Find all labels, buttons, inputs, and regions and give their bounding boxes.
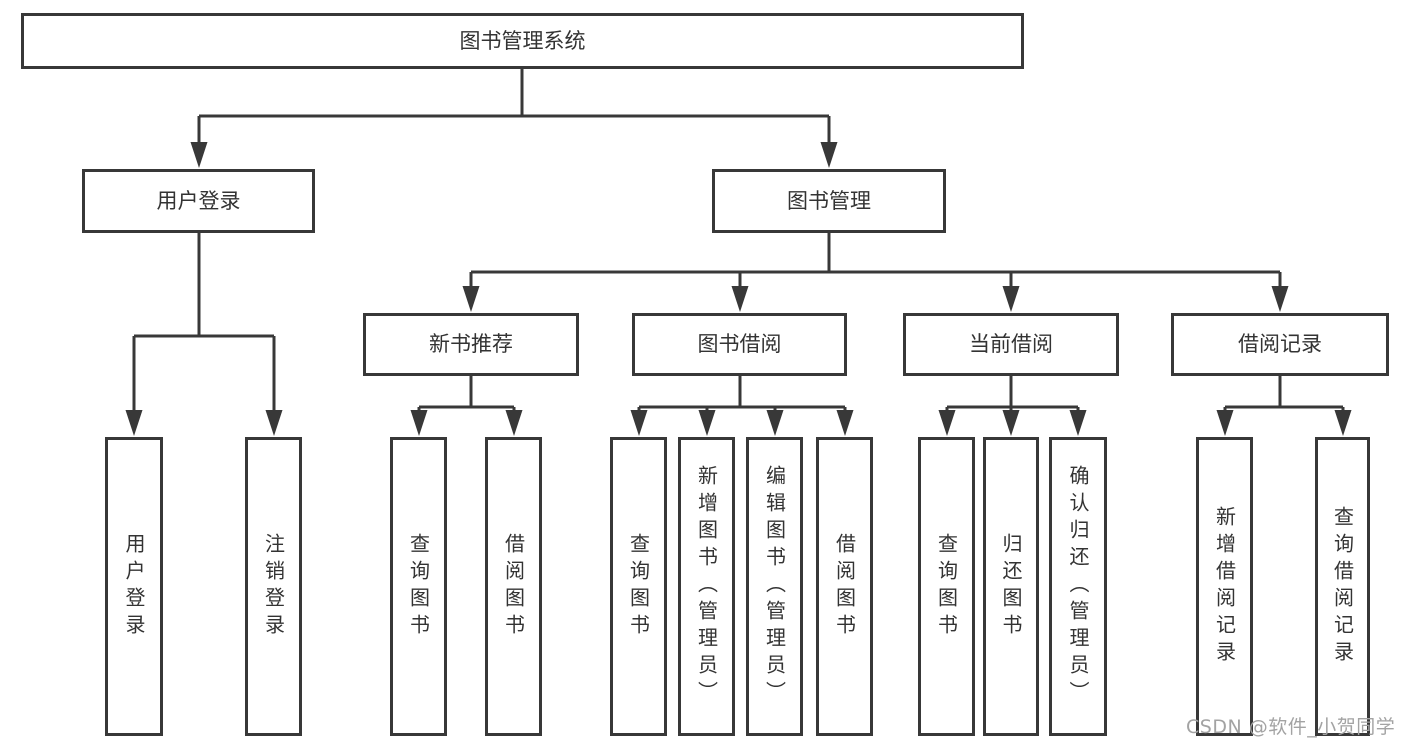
node-label: 确认归还（管理员） — [1066, 465, 1090, 708]
node-borrow-records: 借阅记录 — [1171, 313, 1389, 376]
csdn-watermark: CSDN @软件_小贺同学 — [1186, 716, 1396, 738]
leaf-edit-books-admin: 编辑图书（管理员） — [746, 437, 803, 736]
node-label: 借阅图书 — [832, 532, 857, 641]
leaf-confirm-return-admin: 确认归还（管理员） — [1049, 437, 1107, 736]
node-new-book-recommend: 新书推荐 — [363, 313, 579, 376]
leaf-query-books-current: 查询图书 — [918, 437, 975, 736]
node-label: 图书管理系统 — [459, 28, 586, 53]
node-label: 归还图书 — [999, 532, 1023, 641]
node-book-borrowing: 图书借阅 — [632, 313, 847, 376]
node-label: 借阅图书 — [501, 532, 526, 641]
node-label: 当前借阅 — [969, 332, 1053, 356]
leaf-add-books-admin: 新增图书（管理员） — [678, 437, 735, 736]
node-label: 查询图书 — [406, 532, 431, 641]
node-label: 新书推荐 — [429, 332, 513, 356]
node-label: 借阅记录 — [1238, 332, 1322, 356]
leaf-query-books-recommend: 查询图书 — [390, 437, 447, 736]
leaf-query-books: 查询图书 — [610, 437, 667, 736]
node-label: 查询图书 — [934, 532, 959, 641]
node-label: 新增图书（管理员） — [694, 465, 719, 708]
node-label: 图书借阅 — [697, 332, 782, 356]
node-label: 新增借阅记录 — [1212, 505, 1237, 668]
node-label: 图书管理 — [787, 188, 871, 213]
node-label: 查询图书 — [626, 532, 651, 641]
node-label: 注销登录 — [261, 532, 286, 641]
node-library-management-system: 图书管理系统 — [21, 13, 1024, 69]
leaf-query-borrow-record: 查询借阅记录 — [1315, 437, 1370, 736]
node-label: 用户登录 — [122, 532, 146, 641]
leaf-user-login: 用户登录 — [105, 437, 163, 736]
node-label: 查询借阅记录 — [1330, 505, 1355, 668]
leaf-return-books: 归还图书 — [983, 437, 1039, 736]
leaf-borrow-books-recommend: 借阅图书 — [485, 437, 542, 736]
node-label: 用户登录 — [156, 188, 241, 213]
node-label: 编辑图书（管理员） — [762, 465, 787, 708]
node-current-borrowing: 当前借阅 — [903, 313, 1119, 376]
leaf-borrow-books: 借阅图书 — [816, 437, 873, 736]
node-user-login: 用户登录 — [82, 169, 315, 233]
leaf-add-borrow-record: 新增借阅记录 — [1196, 437, 1253, 736]
leaf-logout: 注销登录 — [245, 437, 302, 736]
node-book-management: 图书管理 — [712, 169, 946, 233]
